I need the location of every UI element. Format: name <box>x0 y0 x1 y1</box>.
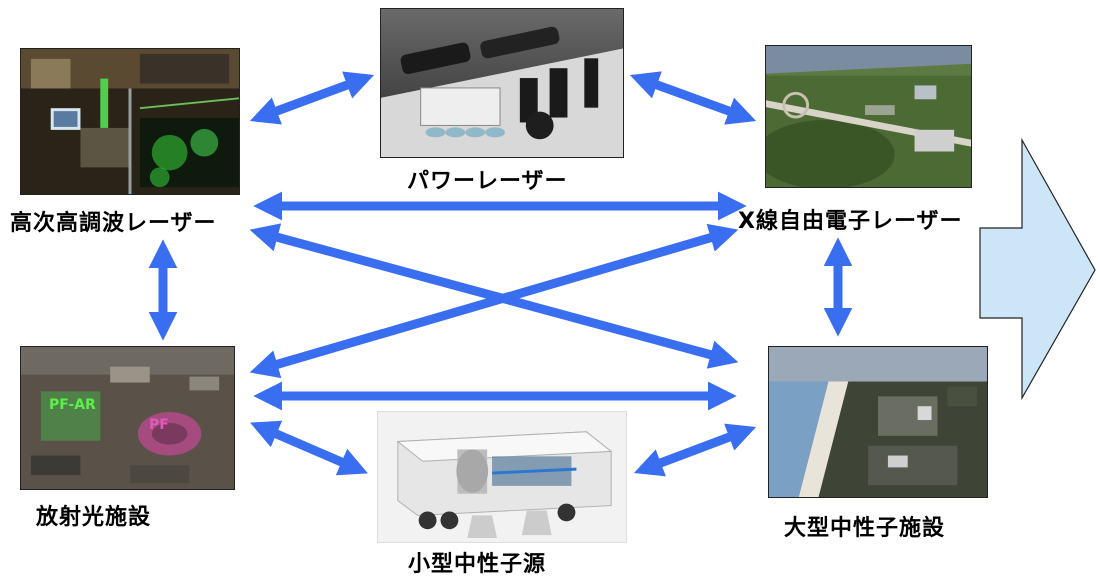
xfel-photo <box>765 45 972 188</box>
large-neutron-photo <box>768 346 988 498</box>
arrow-power-xfel <box>629 71 757 125</box>
synchrotron-label: 放射光施設 <box>36 505 152 530</box>
hhg-laser-photo <box>20 48 240 195</box>
compact-neutron-photo <box>377 411 627 543</box>
power-laser-photo <box>380 8 624 158</box>
pf-photo-text: PF <box>149 417 169 433</box>
power-laser-label: パワーレーザー <box>407 169 568 194</box>
arrow-xfel-synchrotron <box>249 223 739 379</box>
arrow-hhg-power <box>249 71 375 125</box>
synchrotron-photo: PF-AR PF <box>20 346 235 490</box>
big-right-arrow <box>979 137 1096 401</box>
xfel-label: X線自由電子レーザー <box>738 209 963 234</box>
arrow-synchrotron-compact <box>250 420 368 476</box>
large-neutron-label: 大型中性子施設 <box>784 516 946 541</box>
pf-ar-photo-text: PF-AR <box>49 397 96 413</box>
arrow-compact-largeneutron <box>633 423 757 477</box>
compact-neutron-label: 小型中性子源 <box>408 552 547 577</box>
hhg-laser-label: 高次高調波レーザー <box>10 211 217 236</box>
